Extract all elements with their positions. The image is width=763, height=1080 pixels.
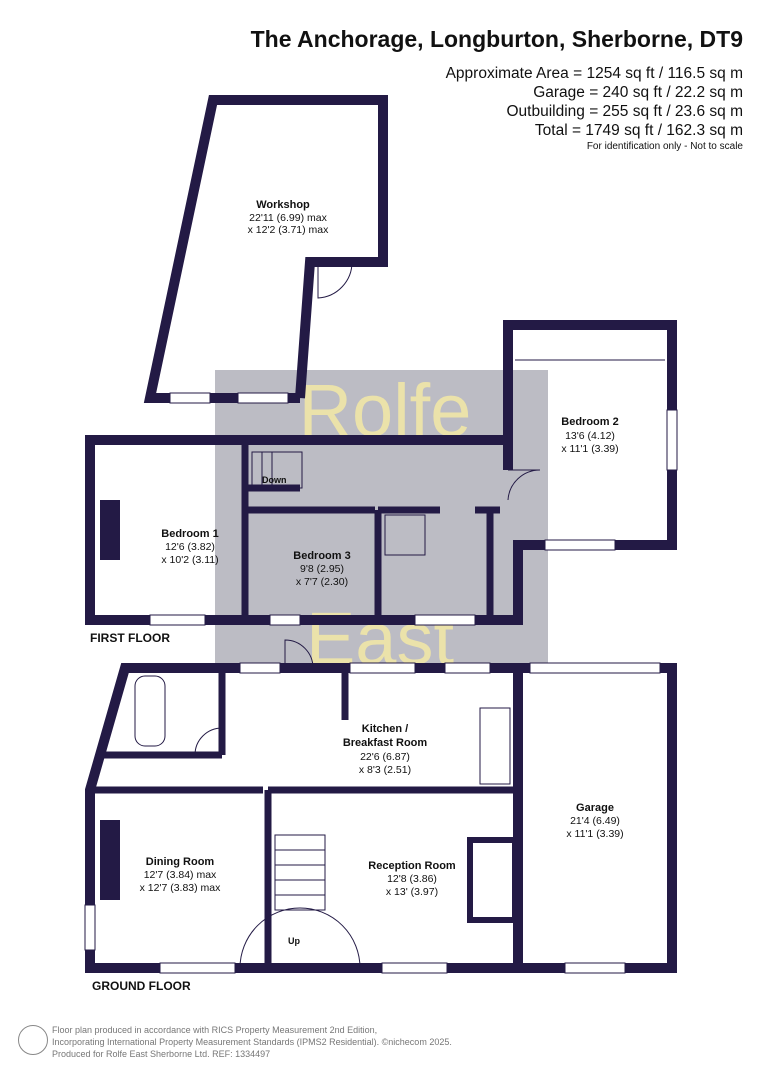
room-name: Garage <box>576 802 614 814</box>
room-dimension: 22'6 (6.87) <box>360 751 410 763</box>
property-title: The Anchorage, Longburton, Sherborne, DT… <box>250 26 743 52</box>
stairs-up: Up <box>239 834 361 969</box>
room-workshop: Workshop 22'11 (6.99) max x 12'2 (3.71) … <box>248 199 330 236</box>
room-dimension: x 12'2 (3.71) max <box>248 224 330 236</box>
room-dimension: 21'4 (6.49) <box>570 815 620 827</box>
first-floor-label: FIRST FLOOR <box>90 631 170 645</box>
first-floor-outline: Down <box>85 320 678 626</box>
room-dimension: x 13' (3.97) <box>386 886 438 898</box>
footer-line: Incorporating International Property Mea… <box>52 1037 452 1047</box>
room-name: Bedroom 1 <box>161 528 218 540</box>
room-name: Kitchen / <box>362 723 408 735</box>
area-total: Total = 1749 sq ft / 162.3 sq m <box>534 122 743 139</box>
room-name: Reception Room <box>368 860 456 872</box>
room-name: Bedroom 3 <box>293 550 350 562</box>
ground-floor-outline: Up <box>84 639 677 974</box>
footer-line: Floor plan produced in accordance with R… <box>52 1025 378 1035</box>
footer-notes: Floor plan produced in accordance with R… <box>52 1024 452 1060</box>
room-dimension: 9'8 (2.95) <box>300 563 344 575</box>
room-dimension: x 12'7 (3.83) max <box>140 882 222 894</box>
room-dimension: x 10'2 (3.11) <box>161 554 218 566</box>
person-scale-icon <box>18 1025 48 1055</box>
room-bedroom-1: Bedroom 1 12'6 (3.82) x 10'2 (3.11) <box>161 528 218 566</box>
room-dimension: 12'8 (3.86) <box>387 873 437 885</box>
stairs-down-label: Down <box>262 475 287 485</box>
room-garage: Garage 21'4 (6.49) x 11'1 (3.39) <box>566 802 623 840</box>
room-reception: Reception Room 12'8 (3.86) x 13' (3.97) <box>368 860 456 898</box>
room-kitchen: Kitchen / Breakfast Room 22'6 (6.87) x 8… <box>343 723 428 776</box>
room-dimension: 12'6 (3.82) <box>165 541 215 553</box>
room-bedroom-3: Bedroom 3 9'8 (2.95) x 7'7 (2.30) <box>293 550 350 588</box>
area-summary: Approximate Area = 1254 sq ft / 116.5 sq… <box>446 64 743 140</box>
area-outbuilding: Outbuilding = 255 sq ft / 23.6 sq m <box>506 103 743 120</box>
scale-note: For identification only - Not to scale <box>586 141 743 152</box>
room-bedroom-2: Bedroom 2 13'6 (4.12) x 11'1 (3.39) <box>561 416 618 455</box>
room-name: Workshop <box>256 199 310 211</box>
room-dimension: 22'11 (6.99) max <box>249 212 327 224</box>
room-dining: Dining Room 12'7 (3.84) max x 12'7 (3.83… <box>140 856 222 894</box>
stairs-down: Down <box>251 451 303 489</box>
room-name: Bedroom 2 <box>561 416 618 428</box>
workshop-outline <box>143 95 388 404</box>
room-name: Dining Room <box>146 856 215 868</box>
room-dimension: x 8'3 (2.51) <box>359 764 411 776</box>
area-garage: Garage = 240 sq ft / 22.2 sq m <box>533 84 743 101</box>
ground-floor-label: GROUND FLOOR <box>92 979 191 993</box>
room-dimension: 13'6 (4.12) <box>565 430 615 442</box>
area-approximate: Approximate Area = 1254 sq ft / 116.5 sq… <box>445 65 743 82</box>
footer-line: Produced for Rolfe East Sherborne Ltd. R… <box>52 1049 271 1059</box>
room-dimension: 12'7 (3.84) max <box>144 869 217 881</box>
stairs-up-label: Up <box>288 936 300 946</box>
room-name: Breakfast Room <box>343 737 428 749</box>
room-dimension: x 11'1 (3.39) <box>566 828 623 840</box>
room-dimension: x 11'1 (3.39) <box>561 443 618 455</box>
room-dimension: x 7'7 (2.30) <box>296 576 348 588</box>
